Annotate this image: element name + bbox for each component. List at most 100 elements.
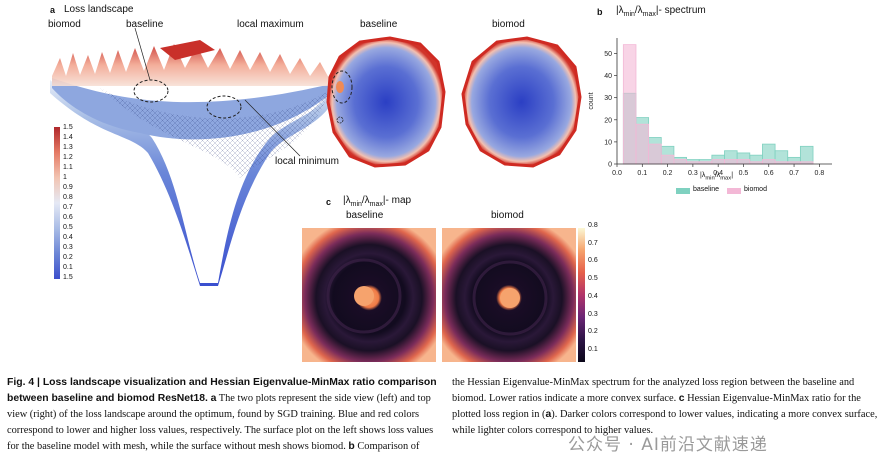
y-tick-label: 10 (604, 139, 612, 146)
xlabel-sub: min (705, 175, 715, 182)
title-c-sub: min (350, 201, 362, 208)
y-tick-label: 30 (604, 95, 612, 102)
ratio-map-baseline (302, 228, 436, 362)
title-b-sub: min (623, 11, 635, 18)
xlabel-part: | (731, 172, 734, 179)
spectrum-histogram: 0 10 20 30 40 50 0.0 0.1 0.2 0.3 0.4 0.5 0.6 0.7 0.8 co… (588, 38, 832, 177)
biomod-bar (622, 44, 637, 165)
top-view-biomod-label: biomod (492, 19, 525, 30)
x-tick-label: 0.8 (814, 170, 824, 177)
x-tick-label: 0.0 (612, 170, 622, 177)
title-b-part: /λ (634, 5, 643, 16)
panel-c-letter: c (326, 197, 332, 207)
label-local-maximum: local maximum (237, 19, 304, 30)
caption-b-text: Comparison of (354, 441, 420, 452)
histogram-xlabel: |λmin/λmax| (700, 172, 733, 181)
colorbar-tick: 0.1 (588, 346, 598, 353)
legend-baseline-swatch (676, 188, 690, 194)
label-local-minimum: local minimum (275, 156, 339, 167)
x-tick-label: 0.6 (764, 170, 774, 177)
label-baseline: baseline (126, 19, 164, 30)
top-view-baseline (326, 36, 446, 168)
colorbar-tick: 0.4 (588, 292, 598, 300)
colorbar-tick: 0.8 (588, 222, 598, 229)
x-tick-label: 0.7 (789, 170, 799, 177)
caption-col2-b-a: a (545, 409, 552, 420)
colorbar-tick: 1.4 (63, 134, 73, 141)
caption-col2-c: ). Darker colors correspond to lower val… (452, 409, 878, 436)
y-tick-label: 0 (608, 162, 612, 169)
caption-c-letter: c (678, 393, 685, 404)
title-b-sub: max (642, 11, 656, 18)
caption-col2-b: Hessian Eigenvalue-MinMax ratio for the … (452, 393, 861, 420)
colorbar-tick: 0.3 (63, 244, 73, 251)
xlabel-part: /λ (714, 172, 721, 179)
colorbar-tick: 0.1 (63, 264, 73, 271)
biomod-bar (673, 159, 687, 165)
colorbar-tick: 0.9 (63, 184, 73, 191)
caption-fig-label: Fig. 4 | Loss landscape visualization an… (7, 377, 437, 404)
biomod-bar (724, 159, 738, 165)
x-tick-label: 0.4 (713, 170, 723, 177)
biomod-bar (736, 159, 751, 165)
title-c-part: |- map (382, 195, 412, 206)
colorbar-tick: 0.5 (63, 224, 73, 231)
caption-column-1: Fig. 4 | Loss landscape visualization an… (7, 375, 440, 455)
caption-a-text: The two plots represent the side view (l… (7, 393, 434, 452)
biomod-bar (762, 159, 776, 165)
xlabel-part: |λ (700, 172, 706, 179)
map-baseline-label: baseline (346, 210, 384, 221)
colorbar-tick: 0.3 (588, 310, 598, 318)
legend-biomod-swatch (727, 188, 741, 194)
colorbar-tick: 0.2 (63, 254, 73, 261)
top-view-biomod (461, 36, 582, 168)
x-tick-label: 0.3 (688, 170, 698, 177)
colorbar-tick: 0.2 (588, 328, 598, 336)
top-view-baseline-label: baseline (360, 19, 398, 30)
title-c-part: |λ (343, 195, 351, 206)
colorbar-tick: 0.6 (588, 257, 598, 265)
ratio-colorbar (578, 228, 585, 362)
x-tick-label: 0.2 (663, 170, 673, 177)
biomod-bar (648, 143, 662, 165)
colorbar-tick: 1 (63, 174, 67, 181)
y-tick-label: 20 (604, 117, 612, 124)
colorbar-tick: 1.2 (63, 154, 73, 161)
y-tick-label: 40 (604, 73, 612, 80)
caption-b-letter: b (348, 441, 355, 452)
ratio-colorbar-ticks: 0.8 0.7 0.6 0.5 0.4 0.3 0.2 0.1 (588, 222, 610, 362)
panel-c-title: |λmin/λmax|- map (343, 195, 411, 208)
panel-a-title: Loss landscape (64, 4, 134, 15)
colorbar-tick: 1.3 (63, 144, 73, 151)
colorbar-tick: 0.4 (63, 234, 73, 241)
biomod-bar (660, 154, 675, 165)
x-tick-label: 0.1 (637, 170, 647, 177)
caption-column-2: the Hessian Eigenvalue-MinMax spectrum f… (452, 375, 880, 439)
title-c-sub: max (369, 201, 383, 208)
legend-biomod: biomod (744, 186, 767, 193)
watermark: 公众号 · AI前沿文献速递 (568, 435, 768, 455)
loss-colorbar (54, 127, 60, 279)
x-tick-label: 0.5 (739, 170, 749, 177)
colorbar-tick: 0.8 (63, 194, 73, 201)
colorbar-tick: 0.5 (588, 275, 598, 283)
caption-a-letter: a (210, 393, 217, 404)
caption-col2-a: the Hessian Eigenvalue-MinMax spectrum f… (452, 377, 855, 404)
biomod-bar (635, 123, 650, 165)
loss-landscape-side-view (50, 28, 335, 286)
biomod-bar (711, 159, 725, 165)
y-axis-label: count (588, 92, 595, 109)
title-b-part: |- spectrum (655, 5, 706, 16)
ratio-map-biomod (442, 228, 576, 362)
label-biomod: biomod (48, 19, 81, 30)
panel-b-letter: b (597, 7, 603, 17)
panel-b-title: |λmin/λmax|- spectrum (616, 5, 706, 18)
legend-baseline: baseline (693, 186, 720, 193)
y-tick-label: 50 (604, 51, 612, 58)
xlabel-sub: max (720, 175, 732, 182)
colorbar-tick: 0.7 (588, 239, 598, 247)
colorbar-tick: 0.7 (63, 204, 73, 211)
title-b-part: |λ (616, 5, 624, 16)
title-c-part: /λ (361, 195, 370, 206)
